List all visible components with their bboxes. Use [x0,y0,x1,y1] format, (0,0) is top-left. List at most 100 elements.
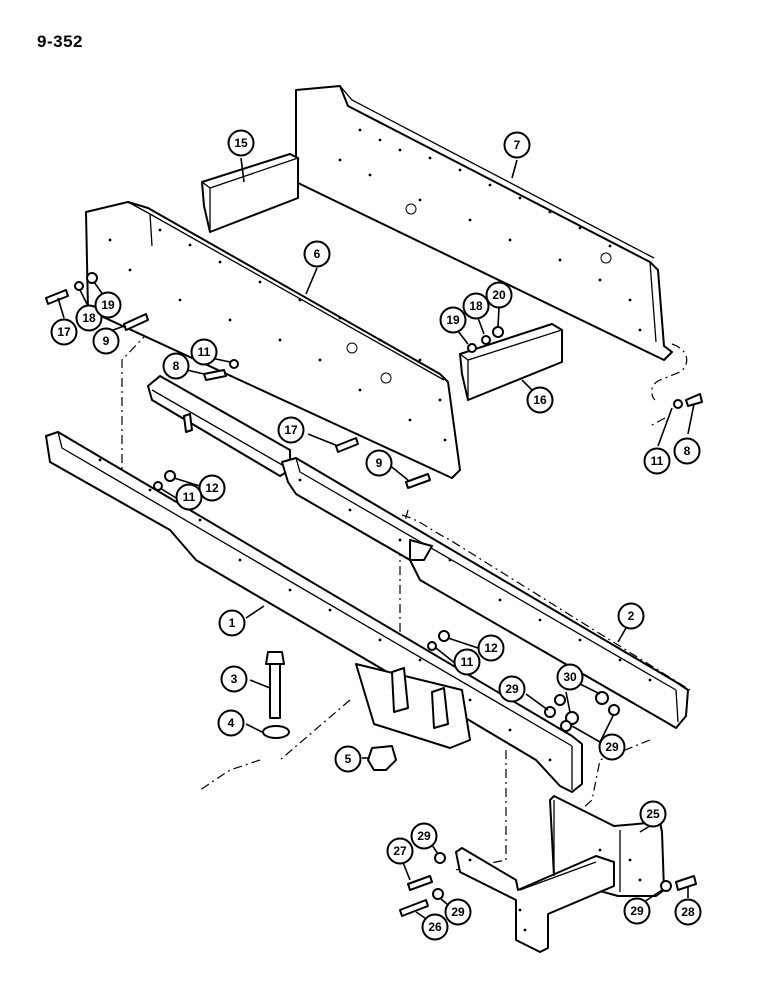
rivet-hole [198,518,202,522]
callout-circle [643,447,671,475]
rivet-hole [358,128,362,132]
callout-circle [220,665,248,693]
callout-29-c29e: 29 [623,897,651,925]
rail-1 [45,431,583,793]
rivet-hole [578,226,582,230]
callout-circle [462,292,490,320]
callout-label: 11 [461,655,474,669]
rivet-hole [468,218,472,222]
callout-circle [227,129,255,157]
rivet-hole [518,908,522,912]
rivet-hole [508,238,512,242]
callout-26-c26: 26 [421,913,449,941]
callout-label: 11 [183,490,196,504]
rivet-hole [278,338,282,342]
callout-circle [190,338,218,366]
panel-7 [295,85,673,361]
rivet-hole [488,183,492,187]
rivet-hole [298,298,302,302]
rivet-hole [398,148,402,152]
callout-circle [365,449,393,477]
callout-circle [617,602,645,630]
callout-circle [198,474,226,502]
leader-lines [57,157,695,925]
callout-11-c11d: 11 [453,648,481,676]
rivet-hole [318,358,322,362]
callout-8-c8b: 8 [673,437,701,465]
callout-11-c11a: 11 [190,338,218,366]
callout-circle [639,800,667,828]
callout-circle [503,131,531,159]
callout-9-c9a: 9 [92,327,120,355]
callout-12-c12a: 12 [198,474,226,502]
callout-label: 30 [563,670,577,684]
rivet-hole [608,244,612,248]
callout-circle [556,663,584,691]
callout-circle [175,483,203,511]
callout-label: 11 [651,454,664,468]
rivet-hole [638,878,642,882]
rivet-holes [98,128,652,932]
callout-12-c12b: 12 [477,634,505,662]
callout-circle [277,416,305,444]
callout-label: 6 [314,247,321,261]
rivet-hole [178,298,182,302]
rail-2 [281,457,689,729]
callout-label: 5 [345,752,352,766]
rivet-hole [468,858,472,862]
callout-circle [444,898,472,926]
callout-label: 15 [234,136,248,150]
rivet-hole [228,318,232,322]
callout-circle [217,709,245,737]
callout-label: 27 [393,844,407,858]
callout-circle [498,675,526,703]
rivet-hole [188,243,192,247]
rivet-hole [438,398,442,402]
rivet-hole [648,678,652,682]
callout-circle [303,240,331,268]
callout-17-c17b: 17 [277,416,305,444]
rivet-hole [398,538,402,542]
callout-label: 18 [82,311,96,325]
callout-label: 26 [428,920,442,934]
rivet-hole [418,198,422,202]
rivet-hole [288,588,292,592]
rivet-hole [378,138,382,142]
callout-label: 29 [451,905,465,919]
rivet-hole [418,658,422,662]
callout-label: 7 [514,138,521,152]
callout-28-c28: 28 [674,898,702,926]
spacer-15 [200,153,300,233]
panel-6 [85,201,461,479]
callout-9-c9b: 9 [365,449,393,477]
rivet-hole [518,196,522,200]
callout-circle [410,822,438,850]
callout-circle [477,634,505,662]
rivet-hole [448,558,452,562]
rivet-hole [428,156,432,160]
callout-label: 8 [684,444,691,458]
frame-25 [455,795,665,953]
callout-circle [75,304,103,332]
bolt-17-upper [45,289,69,305]
rivet-hole [468,698,472,702]
callout-29-c29d: 29 [444,898,472,926]
callout-label: 20 [492,288,506,302]
rivet-hole [258,280,262,284]
callout-18-c18a: 18 [75,304,103,332]
callout-label: 19 [446,313,460,327]
callout-circle [334,745,362,773]
rivet-hole [128,268,132,272]
rivet-hole [558,258,562,262]
callout-3-c3: 3 [220,665,248,693]
rivet-hole [523,928,527,932]
rivet-hole [548,210,552,214]
callout-circle [673,437,701,465]
callout-label: 12 [205,481,219,495]
rivet-hole [98,458,102,462]
rivet-hole [348,508,352,512]
rivet-hole [368,173,372,177]
callout-label: 9 [103,334,110,348]
